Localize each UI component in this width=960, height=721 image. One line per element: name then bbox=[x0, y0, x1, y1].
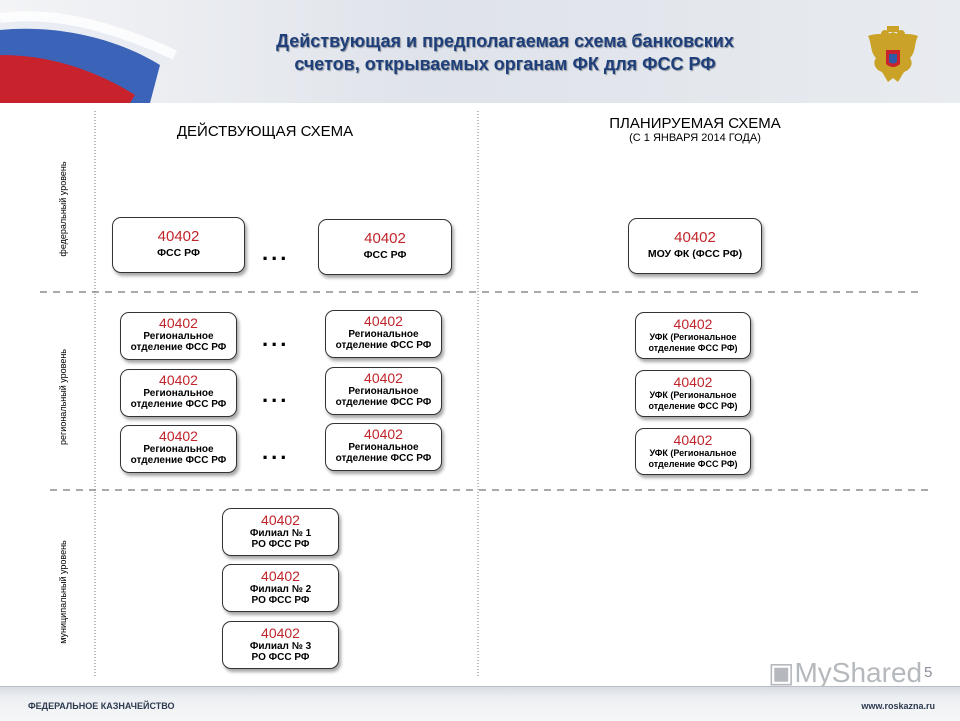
regional-account-box: 40402 Региональное отделение ФСС РФ bbox=[120, 369, 237, 417]
planned-scheme-title: ПЛАНИРУЕМАЯ СХЕМА (С 1 ЯНВАРЯ 2014 ГОДА) bbox=[609, 115, 781, 144]
ufk-account-box: 40402 УФК (Региональное отделение ФСС РФ… bbox=[635, 428, 751, 475]
diagram-canvas bbox=[40, 111, 930, 676]
page-number: 5 bbox=[924, 664, 933, 681]
page-title: Действующая и предполагаемая схема банко… bbox=[276, 31, 734, 74]
branch-account-box: 40402 Филиал № 1 РО ФСС РФ bbox=[222, 508, 339, 556]
regional-account-box: 40402 Региональное отделение ФСС РФ bbox=[120, 312, 237, 360]
double-headed-eagle-icon bbox=[868, 26, 918, 82]
federal-account-box: 40402 ФСС РФ bbox=[318, 219, 452, 275]
footer-bar: ФЕДЕРАЛЬНОЕ КАЗНАЧЕЙСТВО www.roskazna.ru bbox=[0, 686, 960, 721]
municipal-level-label: муниципальный уровень bbox=[58, 540, 68, 644]
regional-account-box: 40402 Региональное отделение ФСС РФ bbox=[120, 425, 237, 473]
ufk-account-box: 40402 УФК (Региональное отделение ФСС РФ… bbox=[635, 312, 751, 359]
regional-account-box: 40402 Региональное отделение ФСС РФ bbox=[325, 310, 442, 358]
ellipsis: ... bbox=[262, 382, 290, 407]
federal-level-label: федеральный уровень bbox=[58, 161, 68, 257]
ellipsis: ... bbox=[262, 240, 290, 265]
branch-account-box: 40402 Филиал № 2 РО ФСС РФ bbox=[222, 564, 339, 612]
ellipsis: ... bbox=[262, 326, 290, 351]
footer-organization: ФЕДЕРАЛЬНОЕ КАЗНАЧЕЙСТВО bbox=[28, 701, 175, 711]
header-banner: Действующая и предполагаемая схема банко… bbox=[0, 0, 960, 103]
ufk-account-box: 40402 УФК (Региональное отделение ФСС РФ… bbox=[635, 370, 751, 417]
federal-account-box: 40402 ФСС РФ bbox=[112, 217, 245, 273]
regional-level-label: региональный уровень bbox=[58, 349, 68, 445]
watermark: ▣MyShared bbox=[768, 657, 923, 688]
ellipsis: ... bbox=[262, 439, 290, 464]
regional-account-box: 40402 Региональное отделение ФСС РФ bbox=[325, 367, 442, 415]
watermark-logo-icon: ▣ bbox=[768, 657, 795, 688]
federal-planned-account-box: 40402 МОУ ФК (ФСС РФ) bbox=[628, 218, 762, 274]
footer-website-link[interactable]: www.roskazna.ru bbox=[861, 701, 935, 711]
regional-account-box: 40402 Региональное отделение ФСС РФ bbox=[325, 423, 442, 471]
current-scheme-title: ДЕЙСТВУЮЩАЯ СХЕМА bbox=[176, 123, 354, 140]
branch-account-box: 40402 Филиал № 3 РО ФСС РФ bbox=[222, 621, 339, 669]
flag-graphic bbox=[0, 11, 178, 103]
